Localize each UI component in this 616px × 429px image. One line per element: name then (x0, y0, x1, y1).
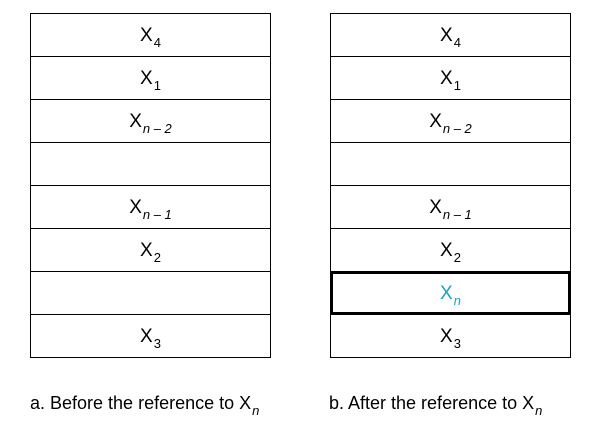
cell-base: X (440, 282, 453, 304)
caption-text: b. After the reference to X (329, 393, 535, 413)
cell-base: X (140, 24, 153, 46)
cell-subscript: 2 (453, 249, 461, 265)
cell-base: X (140, 67, 153, 89)
stack-cell-xn-2: Xn – 2 (30, 99, 271, 143)
stack-before: X4 X1 Xn – 2 Xn – 1 X2 X3 (30, 13, 271, 358)
cell-base: X (440, 239, 453, 261)
stack-cell-empty (30, 271, 271, 315)
stack-cell-x4: X4 (30, 13, 271, 57)
caption-subscript: n (252, 403, 260, 418)
stack-cell-xn-highlighted: Xn (330, 271, 571, 315)
cell-base: X (440, 67, 453, 89)
stack-cell-x1: X1 (30, 56, 271, 100)
cell-subscript: 3 (453, 335, 461, 351)
caption-subscript: n (535, 403, 543, 418)
stack-cell-xn-1: Xn – 1 (330, 185, 571, 229)
cell-base: X (140, 239, 153, 261)
stack-cell-empty (330, 142, 571, 186)
cell-subscript: 3 (153, 335, 161, 351)
caption-after: b. After the reference to Xn (329, 393, 542, 418)
cell-base: X (440, 24, 453, 46)
cell-base: X (129, 110, 142, 132)
cell-subscript: n – 1 (142, 206, 172, 222)
cell-base: X (429, 110, 442, 132)
cell-subscript: 1 (153, 77, 161, 93)
stack-cell-xn-2: Xn – 2 (330, 99, 571, 143)
cell-subscript: 1 (453, 77, 461, 93)
cell-base: X (129, 196, 142, 218)
stack-cell-x4: X4 (330, 13, 571, 57)
cell-subscript: 4 (153, 34, 161, 50)
stack-cell-x3: X3 (330, 314, 571, 358)
cell-base: X (440, 325, 453, 347)
stack-cell-x1: X1 (330, 56, 571, 100)
caption-before: a. Before the reference to Xn (30, 393, 259, 418)
cell-subscript: n – 2 (142, 120, 172, 136)
stack-after: X4 X1 Xn – 2 Xn – 1 X2 Xn X3 (330, 13, 571, 358)
cell-subscript: 2 (153, 249, 161, 265)
stack-cell-empty (30, 142, 271, 186)
cell-base: X (429, 196, 442, 218)
cell-subscript: n (453, 292, 461, 308)
stack-cell-x3: X3 (30, 314, 271, 358)
cell-base: X (140, 325, 153, 347)
stack-cell-x2: X2 (330, 228, 571, 272)
caption-text: a. Before the reference to X (30, 393, 252, 413)
cell-subscript: n – 2 (442, 120, 472, 136)
cell-subscript: n – 1 (442, 206, 472, 222)
stack-cell-x2: X2 (30, 228, 271, 272)
stack-cell-xn-1: Xn – 1 (30, 185, 271, 229)
cell-subscript: 4 (453, 34, 461, 50)
